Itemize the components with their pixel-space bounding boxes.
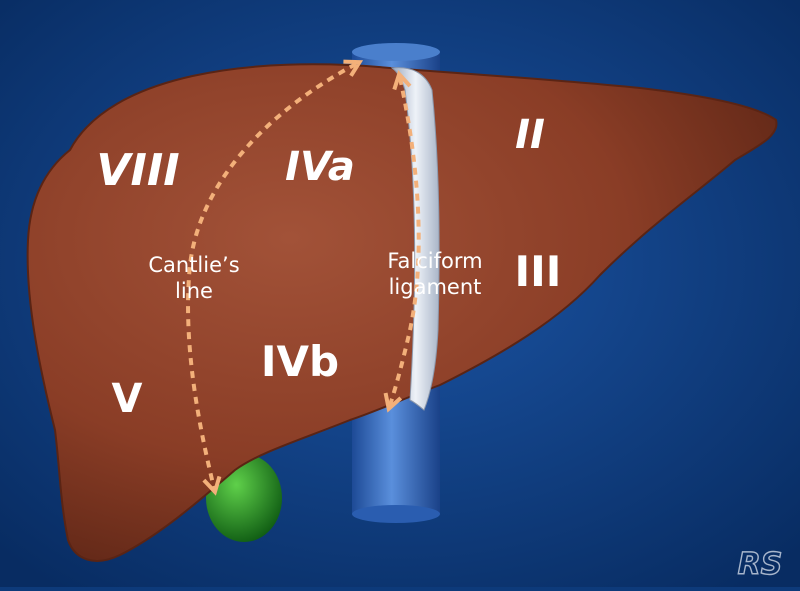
falciform-ligament-label-line1: Falciform	[387, 249, 482, 273]
cantlie-line-arrow	[186, 59, 364, 496]
segment-ii-label: II	[515, 112, 545, 158]
cantlie-line-label-line2: line	[175, 279, 213, 303]
rs-watermark-logo: RS	[738, 547, 783, 582]
segment-iii-label: III	[515, 247, 562, 296]
cantlie-line-label-line1: Cantlie’s	[148, 253, 239, 277]
segment-ivb-label: IVb	[261, 337, 339, 386]
segment-iva-label: IVa	[285, 144, 355, 190]
falciform-ligament-label-line2: ligament	[389, 275, 482, 299]
falciform-ligament-arrow	[383, 70, 421, 413]
segment-viii-label: VIII	[96, 145, 179, 196]
segment-v-label: V	[112, 376, 143, 422]
